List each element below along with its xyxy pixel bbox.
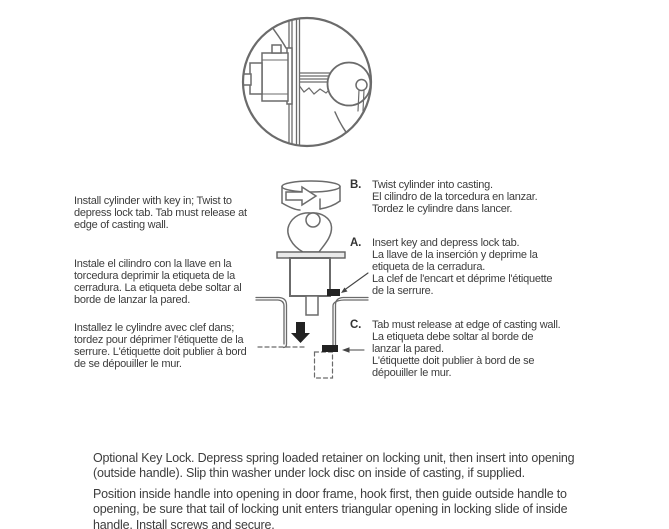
installation-diagram [255, 180, 369, 379]
instruction-paragraph-spanish: Instale el cilindro con la llave en la t… [74, 258, 242, 306]
footer-paragraph-optional-key-lock: Optional Key Lock. Depress spring loaded… [93, 450, 575, 481]
cutaway-curves [334, 111, 371, 146]
key-bow-hole [305, 212, 321, 228]
twist-rotation-band [281, 180, 341, 211]
cylinder-key-detail-diagram [241, 16, 373, 148]
detail-diagram-contents [243, 18, 371, 146]
step-c: C. Tab must release at edge of casting w… [350, 319, 607, 379]
step-b-letter: B. [350, 179, 362, 191]
insert-down-arrow-icon [291, 322, 310, 343]
step-a: A. Insert key and depress lock tab. La l… [350, 237, 607, 297]
callout-arrow-c [342, 347, 365, 353]
step-b-text: Twist cylinder into casting. El cilindro… [372, 179, 538, 215]
detail-circle-outline [241, 16, 373, 148]
footer-paragraph-position-handle: Position inside handle into opening in d… [93, 486, 568, 529]
instruction-paragraph-english: Install cylinder with key in; Twist to d… [74, 195, 247, 231]
step-a-text: Insert key and depress lock tab. La llav… [372, 237, 553, 297]
cylinder-tail [305, 295, 319, 316]
callout-arrow-a [341, 272, 369, 293]
cylinder-body [289, 257, 331, 297]
step-c-text: Tab must release at edge of casting wall… [372, 319, 561, 379]
step-c-letter: C. [350, 319, 362, 331]
step-b: B. Twist cylinder into casting. El cilin… [350, 179, 607, 215]
key-bow [326, 61, 371, 112]
key-bow [287, 212, 333, 253]
casting-channel [255, 296, 369, 349]
released-lock-tab [322, 345, 338, 352]
lock-tab [327, 289, 340, 296]
key-shaft [298, 72, 332, 95]
key-teeth [298, 85, 332, 95]
twist-arrow-icon [285, 185, 318, 207]
step-a-letter: A. [350, 237, 362, 249]
instruction-paragraph-french: Installez le cylindre avec clef dans; to… [74, 322, 247, 370]
cylinder-assembly [243, 18, 293, 105]
key-bow-hole [355, 78, 368, 92]
